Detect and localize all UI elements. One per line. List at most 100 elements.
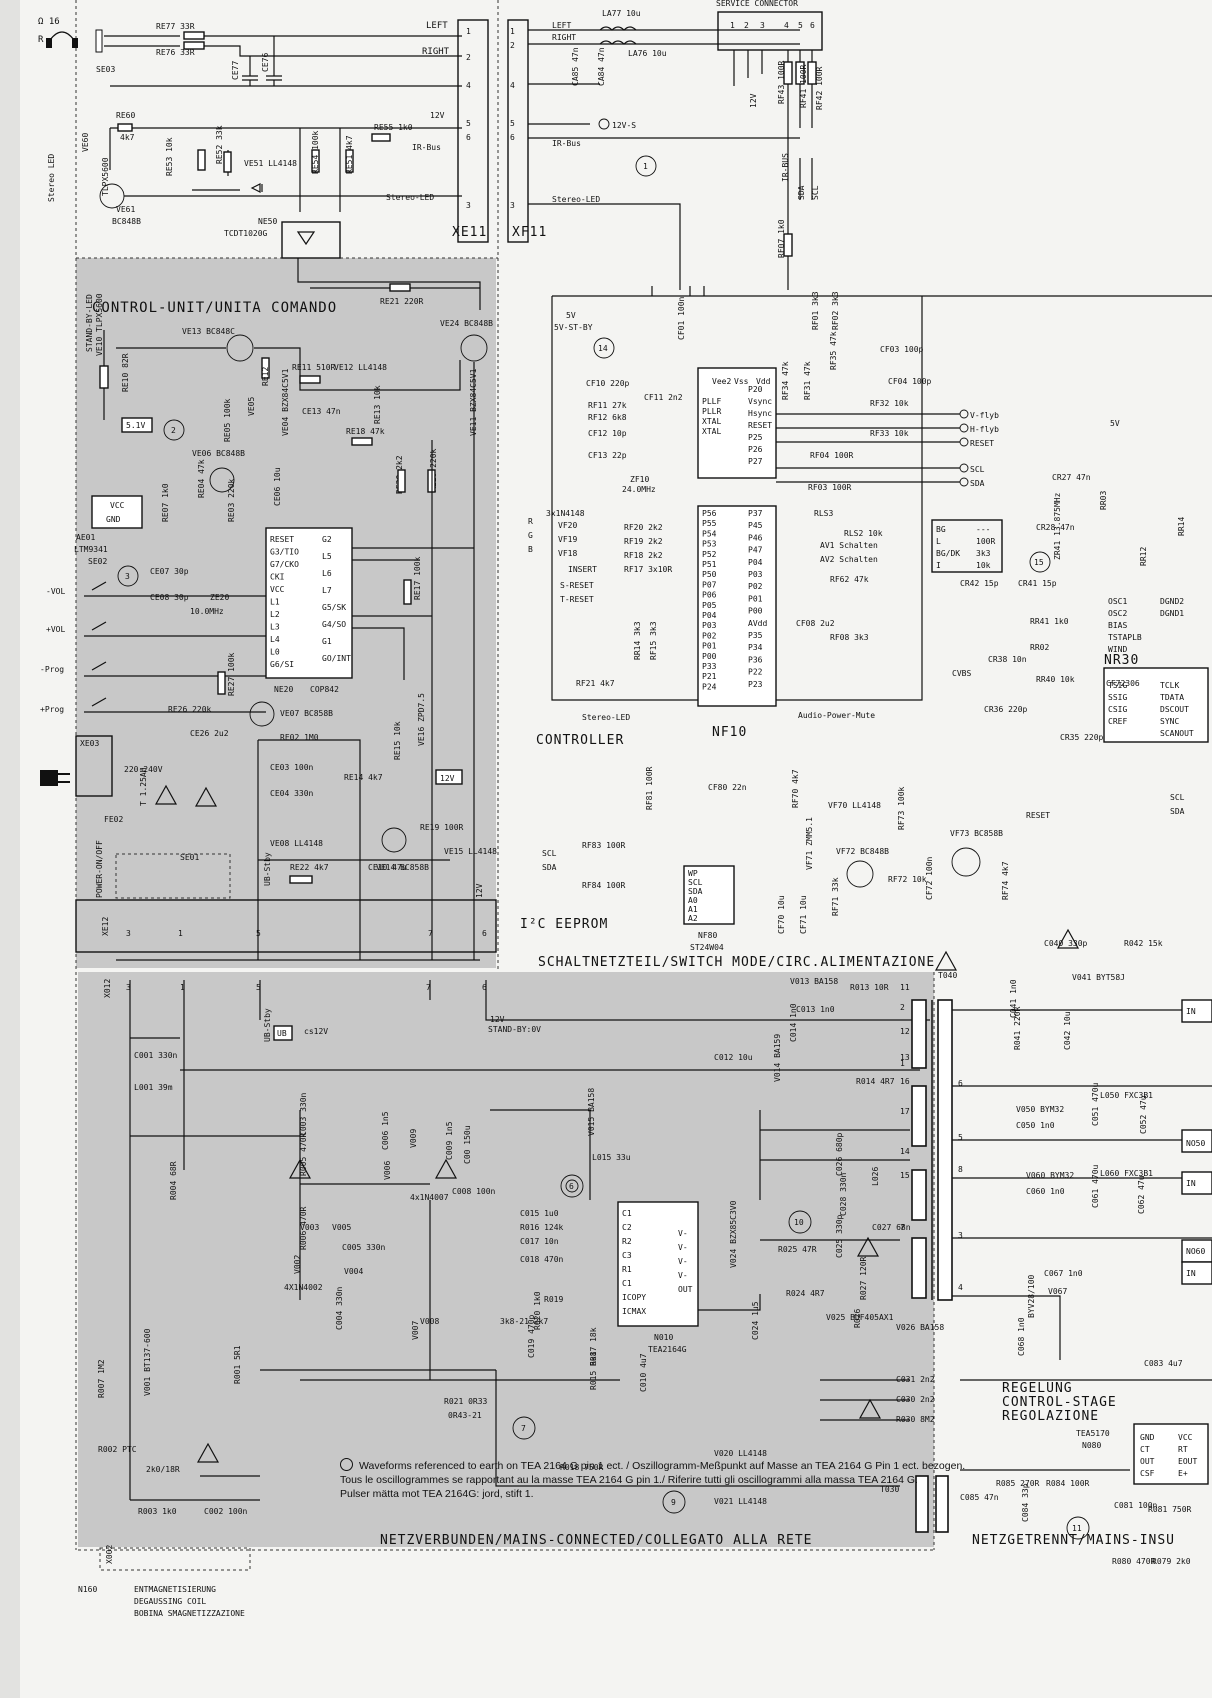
stereo-led-side: Stereo LED [47,154,56,202]
xf11-stereo-led: Stereo-LED [552,195,600,204]
xe12-pin-3: 7 [428,929,433,938]
eeprom-pin-5: A2 [688,914,698,923]
smps-right-part-21: C085 47n [960,1493,999,1502]
key-vol-plus[interactable]: +VOL [46,625,65,634]
nr30-pin-right-6: SCANOUT [1160,729,1194,738]
smps-right-part-17: V067 [1048,1287,1067,1296]
smps-part-0: C001 330n [134,1051,178,1060]
smps-part-16: V004 [344,1267,363,1276]
nf10-pin-right-5: P26 [748,445,763,454]
smps-mains-region [78,972,934,1547]
v-flyb: V-flyb [970,411,999,420]
scl-vertical: SCL [811,185,820,200]
bg-table-key-3: I [936,561,941,570]
nr30-pin-right-3: TDATA [1160,693,1184,702]
t030-label: T030 [880,1485,899,1494]
key-prog-minus[interactable]: -Prog [40,665,64,674]
smps-part-32: L015 33u [592,1153,631,1162]
re26-label: RE26 220k [168,705,212,714]
smps-part-47: V013 BA158 [790,977,838,986]
nr30-pin-right-5: SYNC [1160,717,1179,726]
eeprom-nf80: NF80 [698,931,717,940]
smps-part-28: C00 150u [463,1125,472,1164]
nf10-pin-left-13: P05 [702,601,717,610]
nf10-pin-right-13: P02 [748,582,763,591]
key-vol-minus[interactable]: -VOL [46,587,65,596]
ne20-pin-left-5: L1 [270,598,280,607]
power-switch[interactable] [115,853,231,899]
ne20-pin-left-7: L3 [270,623,280,632]
svg-text:1: 1 [730,21,735,30]
headphone-jack [46,29,103,53]
rgb-b: B [528,545,533,554]
smps-right-part-25: C081 100n [1114,1501,1158,1510]
nf10-pin-left-20: P21 [702,672,717,681]
eeprom-part-rf74: RF74 4k7 [1001,861,1010,900]
ve13-label: VE13 BC848C [182,327,235,336]
ne20-label: NE20 [274,685,293,694]
nr30-pin-left-7: CSIG [1108,705,1127,714]
key-prog-plus[interactable]: +Prog [40,705,64,714]
controller-part-27: RR14 3k3 [633,621,642,660]
ir-bus-vertical: IR-BUS [781,153,790,182]
ub-stby-vertical: UB-Stby [263,852,272,886]
svg-text:5: 5 [510,119,515,128]
headphone-impedance: Ω 16 [38,17,60,27]
la77-label: LA77 10u [602,9,641,18]
controller-part-32: VF19 [558,535,577,544]
sda-out: SDA [970,479,985,488]
smps-right-part-22: R085 270R [996,1479,1040,1488]
fuse-label: T 1.25AH [139,767,148,806]
smps-right-part-16: C067 1n0 [1044,1269,1083,1278]
smps-right-part-26: R081 750R [1148,1505,1192,1514]
ve16-label: VE16 ZPD7.5 [417,693,426,746]
nf10-pin-left-16: P02 [702,631,717,640]
oscillogram-marker-icon [340,1458,353,1471]
svg-text:2: 2 [744,21,749,30]
smps-part-22: V009 [409,1129,418,1148]
ne20-pin-left-6: L2 [270,610,280,619]
smps-right-part-7: C050 1n0 [1016,1121,1055,1130]
eeprom-pin-3: A0 [688,896,698,905]
smps-part-52: R014 4R7 [856,1077,895,1086]
rgb-r: R [528,517,533,526]
ub-box [273,1025,293,1041]
marker-6 [560,1174,584,1198]
nr30-pin-right-1: DGND1 [1160,609,1184,618]
nr30-ic [1103,667,1209,743]
ce08-label: CE08 30p [150,593,189,602]
controller-part-14: RF03 100R [808,483,852,492]
controller-part-3: RF12 6k8 [588,413,627,422]
ve51-label: VE51 LL4148 [244,159,297,168]
re18-label: RE18 47k [346,427,385,436]
xe03-label: XE03 [80,739,99,748]
nr30-part-cr27: CR27 47n [1052,473,1091,482]
nf10-pin-left-15: P03 [702,621,717,630]
degauss-2: DEGAUSSING COIL [134,1597,206,1606]
v12-vertical: 12V [475,883,484,898]
nf10-pin-left-1: PLLR [702,407,721,416]
smps-part-38: R020 1k0 [533,1291,542,1330]
nf10-pin-left-9: P51 [702,560,717,569]
ae01-ir-receiver [91,495,143,529]
smps-part-10: C003 330n [299,1092,308,1136]
controller-part-1: CF11 2n2 [644,393,683,402]
stand-by-led: STAND-BY-LED [85,294,94,352]
ce06-label: CE06 10u [273,467,282,506]
nf10-pin-left-0: PLLF [702,397,721,406]
re11-label: RE11 510R [292,363,336,372]
degauss-3: BOBINA SMAGNETIZZAZIONE [134,1609,245,1618]
n010-pin-right-0: V- [678,1229,688,1238]
smps-part-59: C025 330p [835,1214,844,1258]
nr30-pin-left-6: SSIG [1108,693,1127,702]
nf10-pin-left-2: XTAL [702,417,721,426]
smps-part-69: R030 8M2 [896,1415,935,1424]
svg-text:5: 5 [798,21,803,30]
re03-label: RE03 220k [227,478,236,522]
controller-part-22: RLS3 [814,509,833,518]
regelung-1: REGELUNG [1002,1381,1073,1396]
n010-pin-right-4: OUT [678,1285,693,1294]
smps-part-41: R017 18k [589,1327,598,1366]
n080-pin-2: CT [1140,1445,1150,1454]
nf10-pin-left-19: P33 [702,662,717,671]
